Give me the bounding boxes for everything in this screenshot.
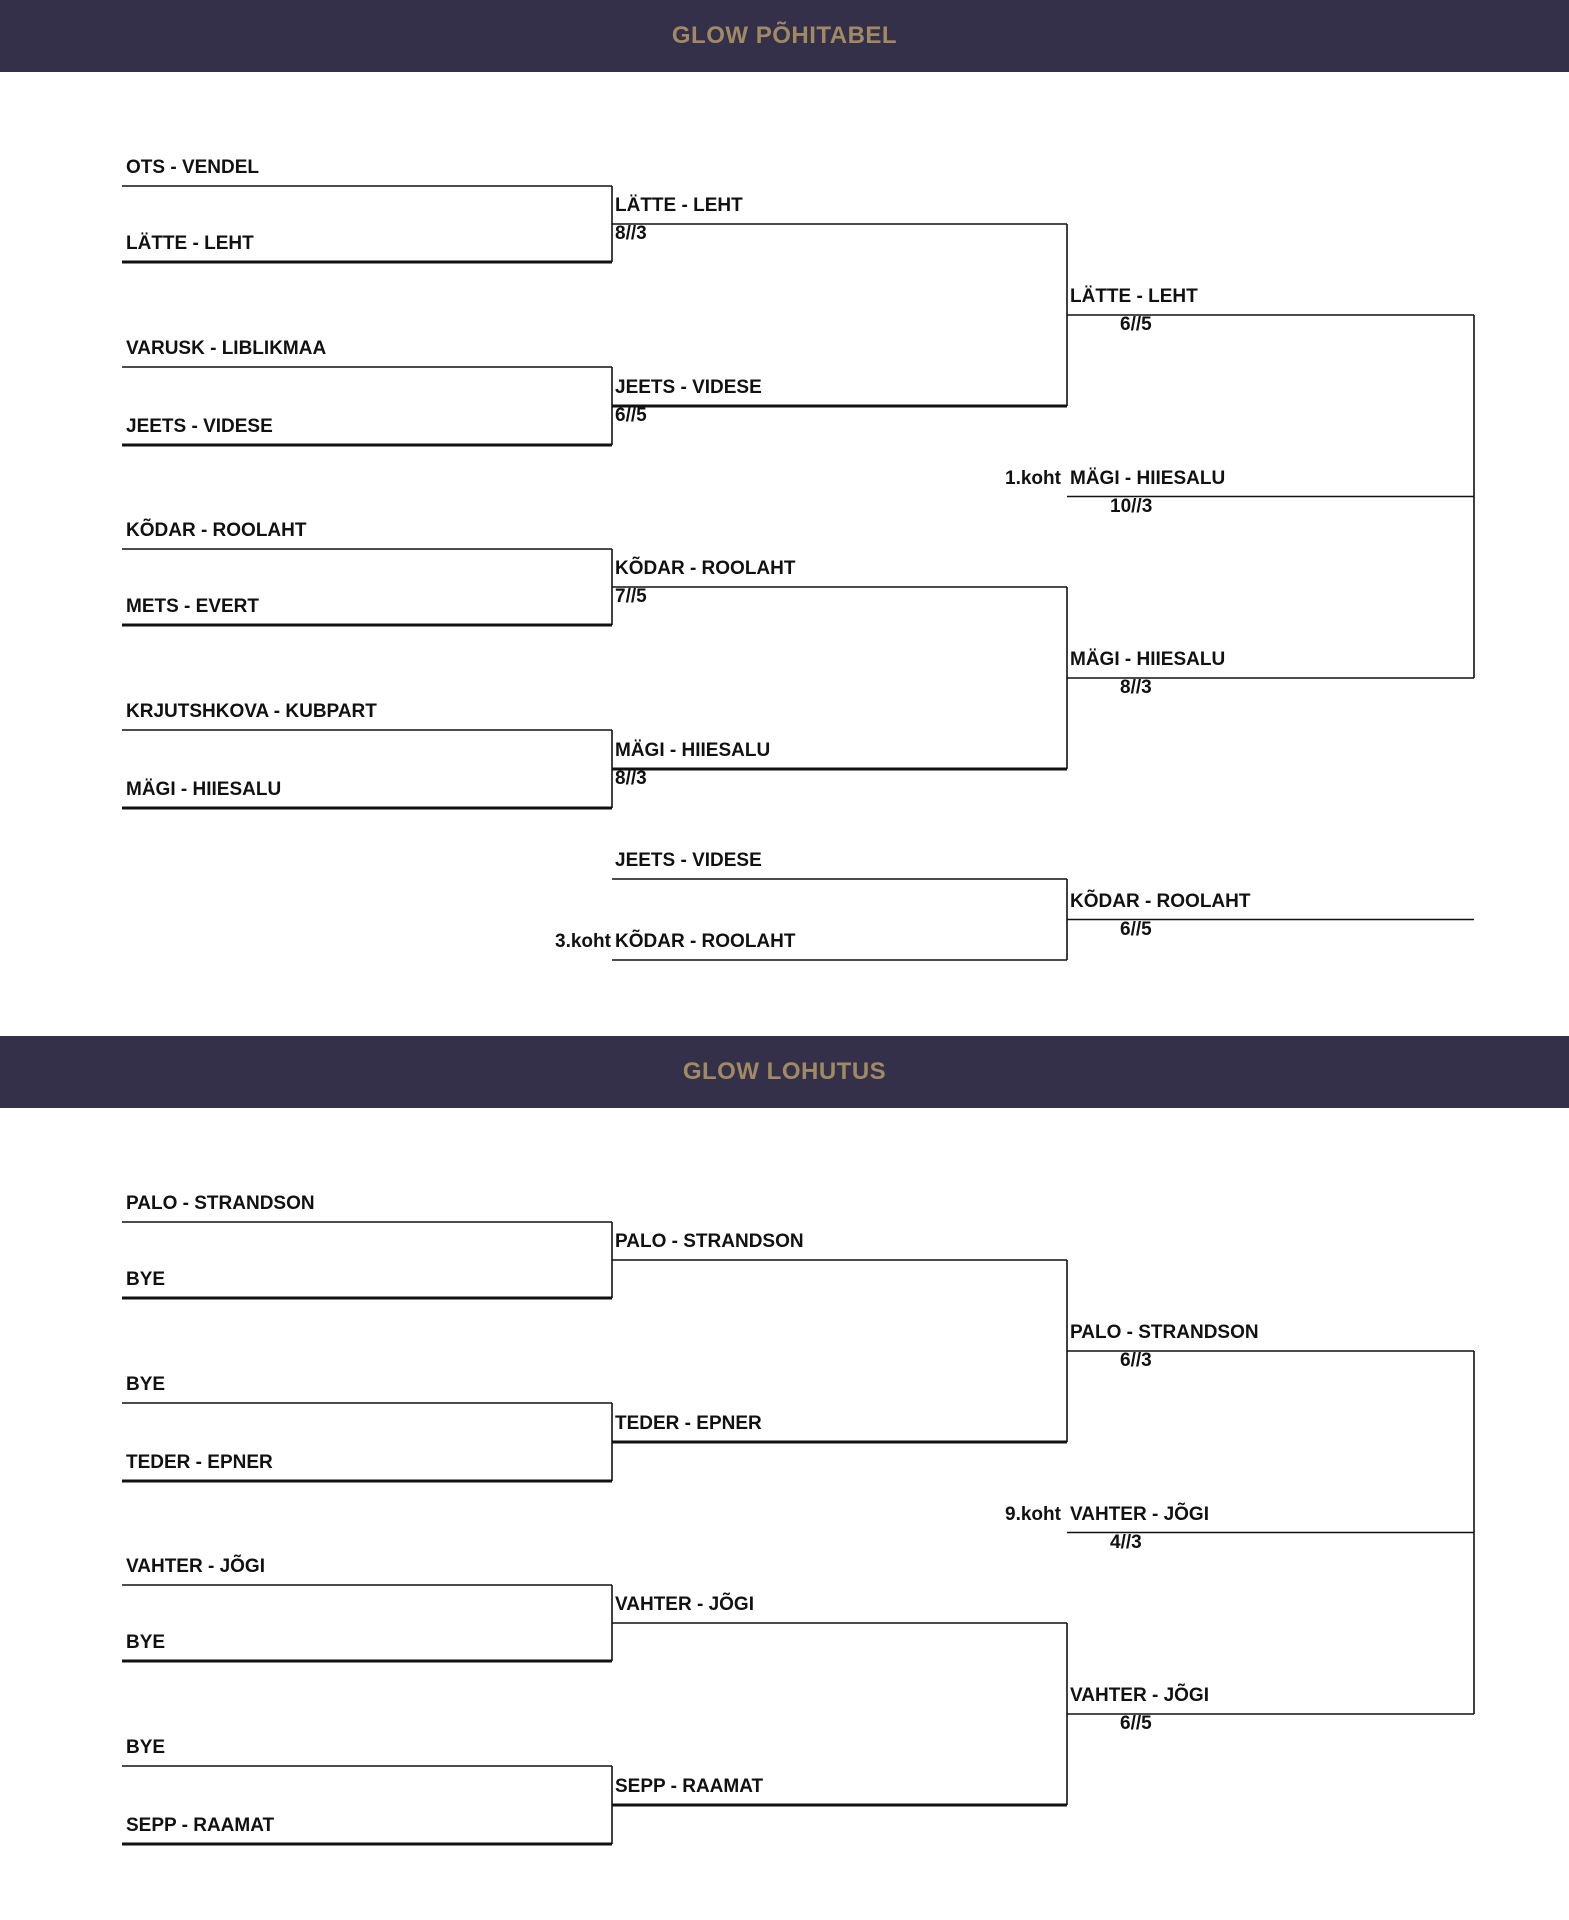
team-name: JEETS - VIDESE <box>615 850 762 871</box>
team-name: BYE <box>126 1632 166 1653</box>
bracket-title: GLOW LOHUTUS <box>682 1058 887 1085</box>
team-name: OTS - VENDEL <box>126 157 260 178</box>
team-name: KÕDAR - ROOLAHT <box>1070 890 1251 912</box>
team-name: KÕDAR - ROOLAHT <box>615 931 796 952</box>
team-name: LÄTTE - LEHT <box>1070 286 1198 307</box>
match-score: 7//5 <box>615 586 647 607</box>
place-label: 3.koht <box>555 931 611 952</box>
bracket-title: GLOW PÕHITABEL <box>671 22 898 49</box>
team-name: MÄGI - HIIESALU <box>126 779 282 800</box>
bracket-lines <box>122 185 1475 961</box>
team-name: KÕDAR - ROOLAHT <box>126 520 307 541</box>
bracket-main: OTS - VENDEL LÄTTE - LEHT VARUSK - LIBLIKM… <box>0 72 1569 972</box>
match-score: 8//3 <box>615 768 647 789</box>
team-name: TEDER - EPNER <box>615 1413 762 1434</box>
team-name: BYE <box>126 1374 166 1395</box>
team-name: MÄGI - HIIESALU <box>1070 467 1226 489</box>
team-name: MÄGI - HIIESALU <box>1070 649 1226 670</box>
team-name: VAHTER - JÕGI <box>1070 1685 1209 1706</box>
team-name: JEETS - VIDESE <box>126 416 273 437</box>
team-name: TEDER - EPNER <box>126 1452 273 1473</box>
match-score: 10//3 <box>1110 495 1153 517</box>
team-name: MÄGI - HIIESALU <box>615 740 771 761</box>
team-name: LÄTTE - LEHT <box>126 233 254 254</box>
team-name: VAHTER - JÕGI <box>1070 1503 1209 1525</box>
team-name: METS - EVERT <box>126 596 260 617</box>
team-name: VARUSK - LIBLIKMAA <box>126 338 327 359</box>
team-name: LÄTTE - LEHT <box>615 195 743 216</box>
team-name: SEPP - RAAMAT <box>615 1776 764 1797</box>
team-name: PALO - STRANDSON <box>1070 1322 1259 1343</box>
bracket-lines <box>122 1221 1475 1846</box>
team-name: KÕDAR - ROOLAHT <box>615 558 796 579</box>
match-score: 8//3 <box>1120 677 1152 698</box>
team-name: BYE <box>126 1737 166 1758</box>
place-label: 1.koht <box>1005 467 1061 489</box>
team-name: SEPP - RAAMAT <box>126 1815 275 1836</box>
team-name: PALO - STRANDSON <box>126 1193 315 1214</box>
team-name: VAHTER - JÕGI <box>615 1594 754 1615</box>
bracket-banner: GLOW PÕHITABEL <box>0 0 1569 72</box>
team-name: VAHTER - JÕGI <box>126 1556 265 1577</box>
match-score: 6//5 <box>1120 918 1152 940</box>
bracket-consolation: PALO - STRANDSON BYE BYE TEDER - EPNER VAHTE… <box>0 1108 1569 1888</box>
place-label: 9.koht <box>1005 1503 1061 1525</box>
bracket-banner: GLOW LOHUTUS <box>0 1036 1569 1108</box>
match-score: 6//5 <box>1120 314 1152 335</box>
team-name: BYE <box>126 1269 166 1290</box>
match-score: 6//5 <box>615 405 647 426</box>
match-score: 6//5 <box>1120 1713 1152 1734</box>
match-score: 4//3 <box>1110 1531 1142 1553</box>
match-score: 6//3 <box>1120 1350 1152 1371</box>
match-score: 8//3 <box>615 223 647 244</box>
team-name: JEETS - VIDESE <box>615 377 762 398</box>
team-name: KRJUTSHKOVA - KUBPART <box>126 701 377 722</box>
team-name: PALO - STRANDSON <box>615 1231 804 1252</box>
